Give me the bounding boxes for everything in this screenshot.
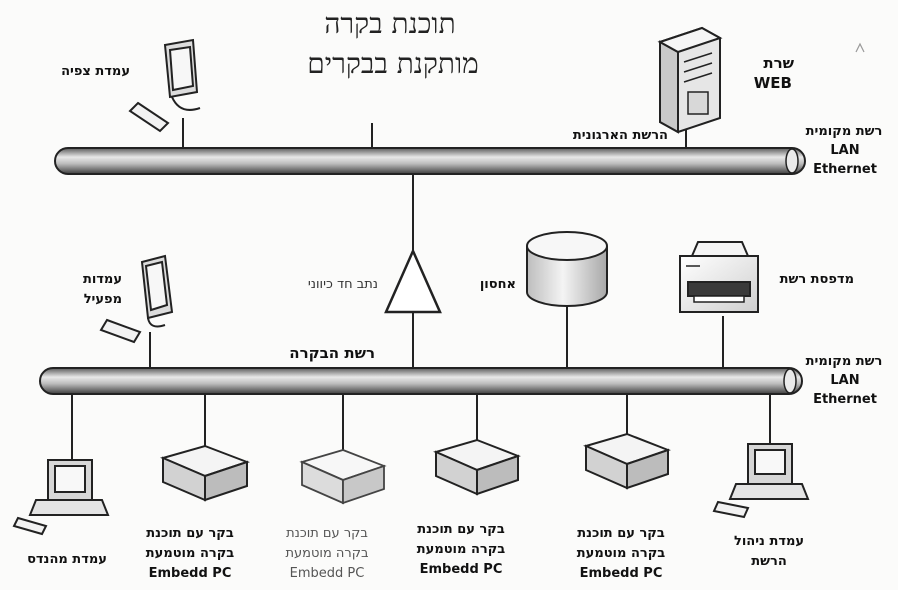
controller-box-1 [163, 446, 247, 500]
controller-box-3 [436, 440, 518, 494]
control-lan-label-line-2: LAN [800, 373, 890, 389]
control-network-label: רשת הבקרה [255, 344, 375, 363]
org-lan-label-line-3: Ethernet [800, 162, 890, 178]
controller-3-line-2: בקרה מוטמעת [406, 542, 516, 558]
controller-4-line-3: Embedd PC [566, 566, 676, 582]
control-lan-label-line-3: Ethernet [800, 392, 890, 408]
printer-icon [680, 242, 758, 312]
controller-1-line-2: בקרה מוטמעת [135, 546, 245, 562]
control-network-bus [40, 368, 802, 394]
storage-label: אחסון [458, 277, 516, 293]
org-network-bus [55, 148, 805, 174]
controller-4-line-1: בקר עם תוכנת [566, 526, 676, 542]
storage-icon [527, 232, 607, 306]
one-way-diode-label: נתב חד כיווני [266, 277, 378, 293]
mgmt-station-label-line-1: עמדת ניהול [714, 534, 824, 550]
one-way-diode-icon [386, 251, 440, 312]
controller-2-line-2: בקרה מוטמעת [272, 546, 382, 562]
controller-2-line-1: בקר עם תוכנת [272, 526, 382, 542]
mgmt-station-label-line-2: הרשת [714, 554, 824, 570]
web-server-icon [660, 28, 720, 132]
controller-3-line-3: Embedd PC [406, 562, 516, 578]
operator-station-label-line-1: עמדות [68, 272, 122, 288]
title-line-1: תוכנת בקרה [300, 6, 480, 41]
org-lan-label-line-2: LAN [800, 143, 890, 159]
engineer-station-label: עמדת מהנדס [8, 552, 126, 568]
controller-1-line-1: בקר עם תוכנת [135, 526, 245, 542]
printer-label: מדפסת רשת [762, 272, 854, 288]
viewing-station-label: עמדת צפיה [60, 64, 130, 80]
org-lan-label-line-1: רשת מקומית [790, 124, 898, 140]
controller-1-line-3: Embedd PC [135, 566, 245, 582]
controller-3-line-1: בקר עם תוכנת [406, 522, 516, 538]
web-server-label-line-1: שרת [740, 54, 794, 73]
operator-station-label-line-2: מפעיל [68, 292, 122, 308]
controller-4-line-2: בקרה מוטמעת [566, 546, 676, 562]
controller-box-4 [586, 434, 668, 488]
viewing-station-icon [130, 40, 200, 131]
controller-2-line-3: Embedd PC [272, 566, 382, 582]
control-lan-label-line-1: רשת מקומית [790, 354, 898, 370]
controller-box-2 [302, 450, 384, 503]
title-line-2: מותקנת בבקרים [268, 46, 518, 81]
engineer-station-icon [14, 460, 108, 534]
org-network-label: הרשת הארגונית [520, 128, 668, 144]
stray-mark [856, 44, 864, 52]
web-server-label-line-2: WEB [740, 74, 792, 93]
mgmt-station-icon [714, 444, 808, 517]
